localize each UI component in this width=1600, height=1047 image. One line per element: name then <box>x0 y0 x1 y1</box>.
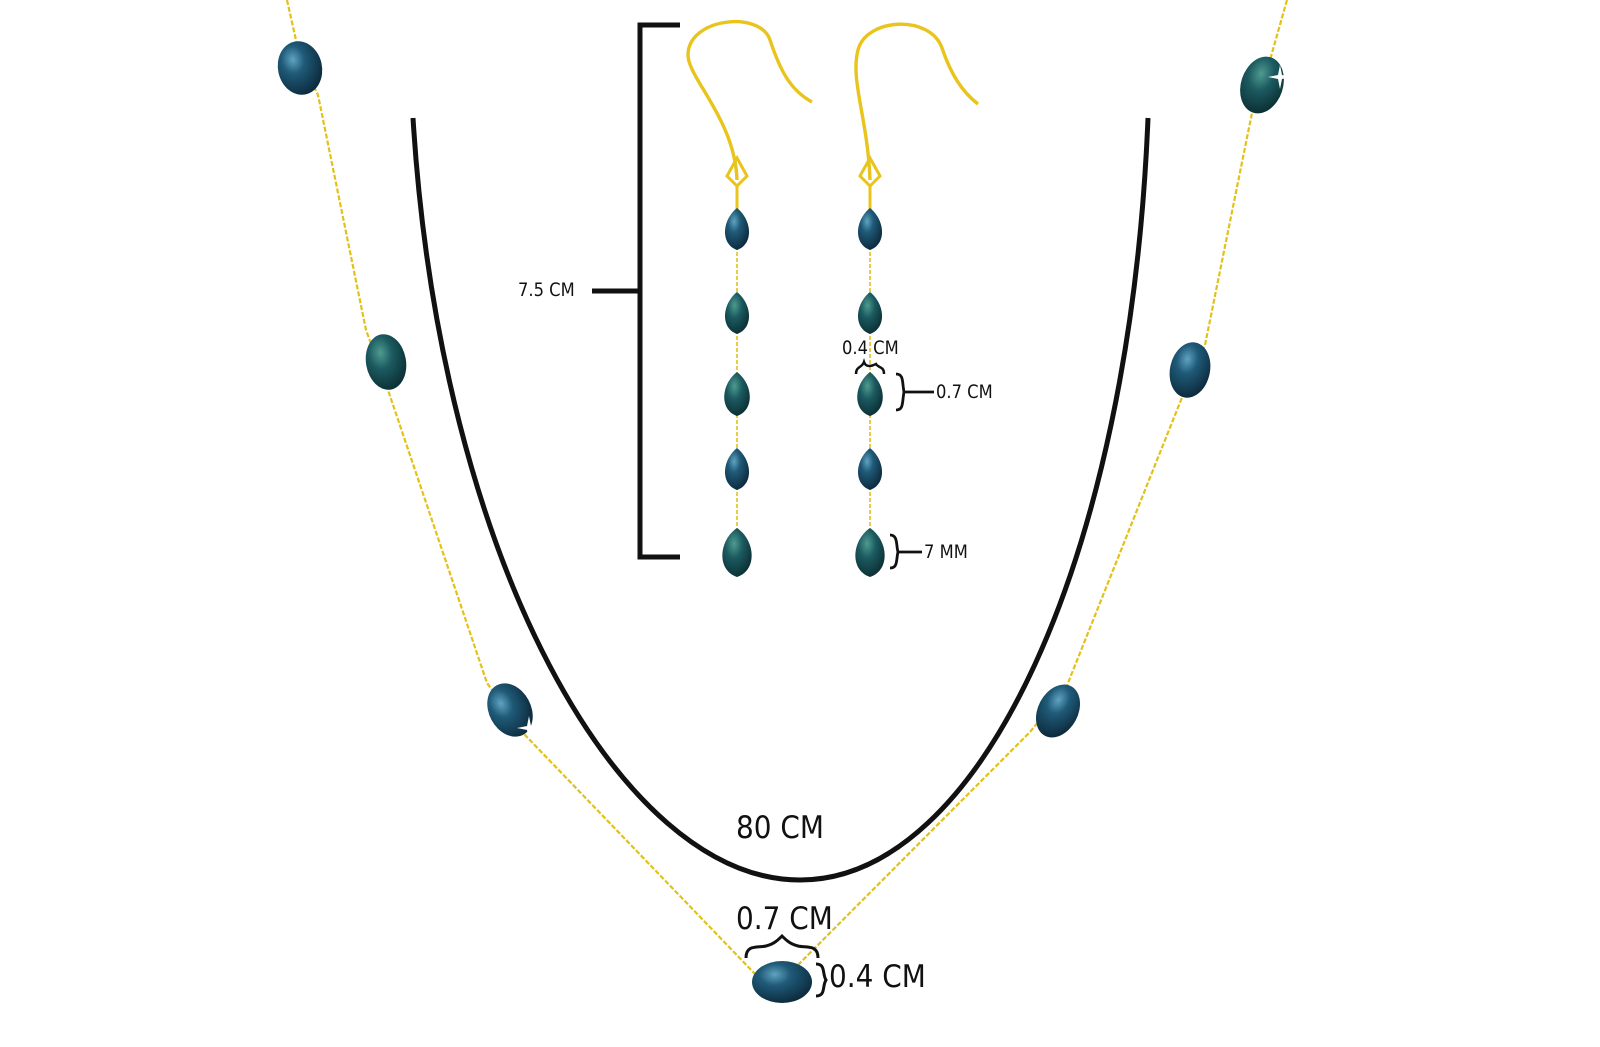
earring-pearl <box>855 528 885 577</box>
left-earring <box>686 19 813 577</box>
ear-hook <box>686 19 813 181</box>
necklace-pearl-width-label: 0.7 CM <box>736 901 833 937</box>
earring-pearl <box>722 528 752 577</box>
necklace-pearl <box>487 683 533 737</box>
necklace-chain-left <box>285 0 757 976</box>
earring-pearl-height-brace <box>895 372 934 412</box>
necklace-pearl <box>1035 684 1081 738</box>
earring-pearl <box>857 372 883 416</box>
ear-hook <box>854 22 980 181</box>
earring-pearl <box>724 372 750 416</box>
necklace-length-label: 80 CM <box>736 810 824 846</box>
sparkle-highlights <box>517 65 1292 740</box>
necklace-pearls <box>277 41 1284 1003</box>
necklace-pearl <box>365 334 407 390</box>
earring-pearl <box>857 208 883 250</box>
earring-pearl <box>857 292 883 334</box>
earring-pearl <box>857 448 883 490</box>
earring-pearl <box>724 292 750 334</box>
earring-pearl <box>724 208 750 250</box>
earring-pearl-height-label: 0.7 CM <box>936 381 993 403</box>
neck-outline <box>410 117 1151 883</box>
necklace-pearl-width-brace <box>744 933 820 959</box>
earring-pearl-size-label: 7 MM <box>924 541 968 563</box>
earring-pearl-size-brace <box>889 533 922 570</box>
right-earring <box>854 22 980 577</box>
earring-length-label: 7.5 CM <box>518 279 575 301</box>
earring-pearl <box>724 448 750 490</box>
necklace-pearl <box>1240 56 1284 114</box>
earring-pearl-width-label: 0.4 CM <box>842 337 899 359</box>
earring-length-bracket <box>592 22 680 560</box>
necklace-pearl <box>1169 342 1211 398</box>
necklace-pearl-height-brace <box>815 962 828 998</box>
necklace-pearl <box>752 961 812 1003</box>
necklace-pearl <box>277 41 323 95</box>
necklace-chain-right <box>787 0 1289 976</box>
necklace-pearl-height-label: 0.4 CM <box>829 959 926 995</box>
earring-pearl-width-brace <box>854 358 886 375</box>
